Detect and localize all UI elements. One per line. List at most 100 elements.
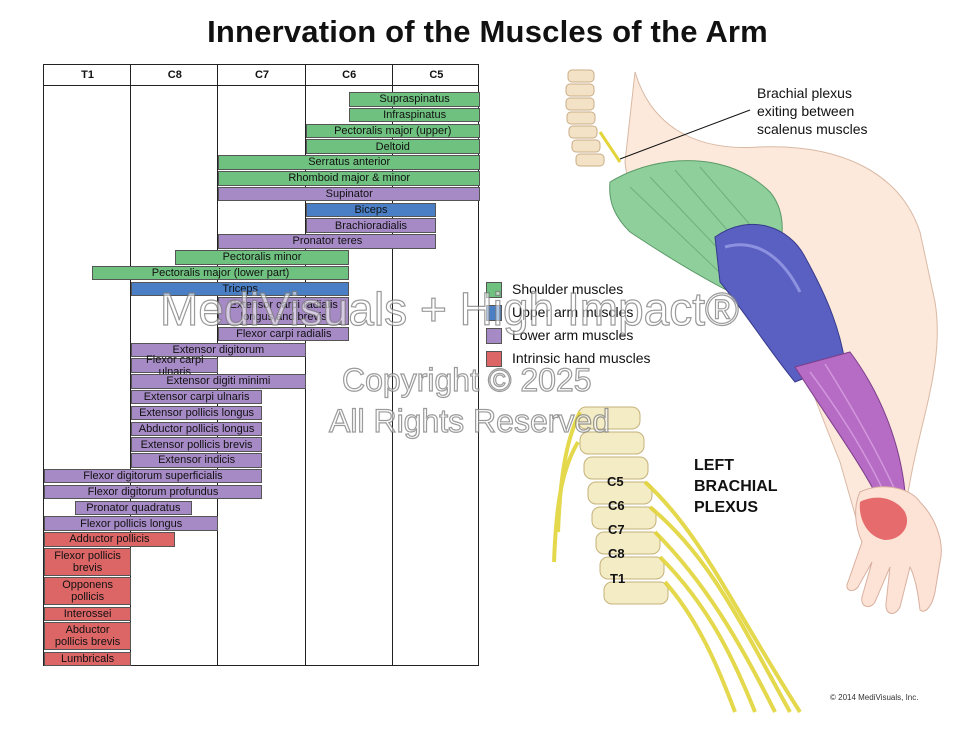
- muscle-bar-label: Triceps: [222, 282, 259, 295]
- muscle-bar: Extensor indicis: [131, 453, 262, 468]
- plexus-label-line-1: LEFT: [694, 457, 734, 474]
- muscle-bar-label: Flexor pollicis longus: [80, 517, 183, 530]
- page-title: Innervation of the Muscles of the Arm: [207, 14, 768, 49]
- muscle-bar-label: Deltoid: [375, 140, 410, 153]
- copyright-notice: © 2014 MediVisuals, Inc.: [830, 693, 919, 702]
- muscle-bar-label: Flexor digitorum profundus: [87, 485, 219, 498]
- muscle-bar-label: Extensor pollicis longus: [139, 406, 255, 419]
- legend-item-lower: Lower arm muscles: [486, 327, 706, 348]
- vertebra-label-c7: C7: [608, 522, 625, 537]
- plexus-label-line-3: PLEXUS: [694, 499, 759, 516]
- muscle-bar: Serratus anterior: [218, 155, 480, 170]
- muscle-bar: Triceps: [131, 281, 350, 297]
- muscle-bar-label: Adductor pollicis: [69, 533, 150, 546]
- annotation-line-2: exiting between: [757, 103, 855, 119]
- cervical-spine-plexus: [577, 406, 669, 605]
- annotation-pointer: [619, 109, 751, 160]
- muscle-bar: Interossei: [44, 606, 132, 621]
- muscle-bar: Flexor digitorum superficialis: [44, 468, 262, 484]
- muscle-bar: Infraspinatus: [349, 107, 480, 123]
- muscle-bar-label: Supinator: [325, 188, 373, 201]
- column-divider: [304, 65, 306, 665]
- muscle-bar-label: Biceps: [354, 203, 388, 216]
- legend-swatch-upper: [486, 305, 502, 321]
- legend-swatch-hand: [486, 351, 502, 367]
- column-divider: [130, 65, 132, 665]
- annotation-line-3: scalenus muscles: [757, 121, 868, 137]
- muscle-bar-label: Pectoralis minor: [222, 251, 302, 264]
- legend-label-upper: Upper arm muscles: [512, 304, 634, 320]
- muscle-bar: Adductor pollicis: [44, 532, 175, 547]
- hand-muscles: [859, 497, 908, 540]
- muscle-bar: Supinator: [218, 186, 480, 202]
- vertebra-label-c8: C8: [608, 546, 625, 561]
- muscle-bar: Flexor carpi radialis: [218, 326, 350, 342]
- muscle-bar-label: Pectoralis major (upper): [334, 124, 452, 137]
- muscle-bar-label: Pronator quadratus: [86, 501, 181, 514]
- header-divider: [44, 85, 478, 86]
- muscle-bar: Flexor pollicis longus: [44, 516, 219, 531]
- muscle-bar-label: Serratus anterior: [308, 156, 391, 169]
- legend-swatch-lower: [486, 328, 502, 344]
- muscle-bar-label: Brachioradialis: [334, 219, 408, 232]
- muscle-bar-label: Supraspinatus: [379, 93, 450, 106]
- legend-label-hand: Intrinsic hand muscles: [512, 350, 651, 366]
- column-header-t1: T1: [81, 69, 95, 81]
- muscle-bar-label: Extensor indicis: [158, 454, 236, 467]
- muscle-bar: Biceps: [305, 202, 437, 218]
- muscle-bar-label: Pectoralis major (lower part): [151, 267, 290, 280]
- vertebra-label-c6: C6: [608, 498, 625, 513]
- muscle-bar: Extensor pollicis brevis: [131, 437, 262, 452]
- muscle-bar: Pectoralis minor: [174, 250, 350, 265]
- column-header-c5: C5: [429, 69, 444, 81]
- muscle-bar-label: Extensor digitorum: [172, 343, 265, 356]
- muscle-bar-label: Flexor digitorum superficialis: [83, 470, 223, 483]
- muscle-bar: Extensor pollicis longus: [131, 405, 262, 421]
- muscle-bar: Abductor pollicis longus: [131, 421, 262, 436]
- muscle-bar-label: Pronator teres: [292, 235, 363, 248]
- muscle-bar: Supraspinatus: [349, 92, 480, 107]
- brachial-plexus-annotation: Brachial plexus exiting between scalenus…: [757, 84, 868, 138]
- muscle-bar: Flexor digitorum profundus: [44, 484, 262, 500]
- annotation-line-1: Brachial plexus: [757, 85, 852, 101]
- vertebra-label-t1: T1: [610, 571, 626, 586]
- muscle-bar: Brachioradialis: [305, 218, 437, 233]
- muscle-bar: Pectoralis major (upper): [305, 123, 480, 139]
- muscle-bar-label: Abductor pollicis longus: [138, 422, 255, 435]
- muscle-bar: Pectoralis major (lower part): [91, 265, 350, 281]
- muscle-bar-label: Extensor pollicis brevis: [140, 438, 253, 451]
- vertebra-label-c5: C5: [607, 474, 624, 489]
- muscle-bar-label: Extensor carpi ulnaris: [143, 391, 250, 404]
- muscle-bar-label: Extensor digiti minimi: [166, 375, 271, 388]
- left-brachial-plexus-label: LEFT BRACHIAL PLEXUS: [694, 455, 778, 518]
- arm-plexus-illustration: [552, 69, 942, 714]
- muscle-bar: Flexor carpi ulnaris: [131, 354, 219, 378]
- muscle-bar: Extensor digiti minimi: [131, 374, 306, 389]
- muscle-bar: Lumbricals: [44, 651, 132, 667]
- legend-label-lower: Lower arm muscles: [512, 327, 634, 343]
- muscle-bar-label: Rhomboid major & minor: [288, 172, 411, 185]
- legend-item-shoulder: Shoulder muscles: [486, 281, 706, 302]
- muscle-bar: Extensor digitorum: [131, 342, 306, 357]
- legend-label-shoulder: Shoulder muscles: [512, 281, 624, 297]
- muscle-bar: Extensor carpi ulnaris: [131, 389, 262, 405]
- legend-item-hand: Intrinsic hand muscles: [486, 350, 706, 371]
- muscle-bar: Pronator teres: [218, 234, 437, 249]
- plexus-nerves: [552, 411, 802, 714]
- muscle-bar-label: Interossei: [63, 607, 112, 620]
- plexus-label-line-2: BRACHIAL: [694, 478, 778, 495]
- legend-swatch-shoulder: [486, 282, 502, 298]
- cervical-spine-top: [565, 69, 605, 167]
- legend-item-upper: Upper arm muscles: [486, 304, 706, 325]
- upper-arm-muscle: [714, 223, 846, 383]
- muscle-bar: Deltoid: [305, 139, 480, 154]
- muscle-bar: Pronator quadratus: [74, 500, 193, 515]
- muscle-bar-label: Infraspinatus: [383, 109, 447, 122]
